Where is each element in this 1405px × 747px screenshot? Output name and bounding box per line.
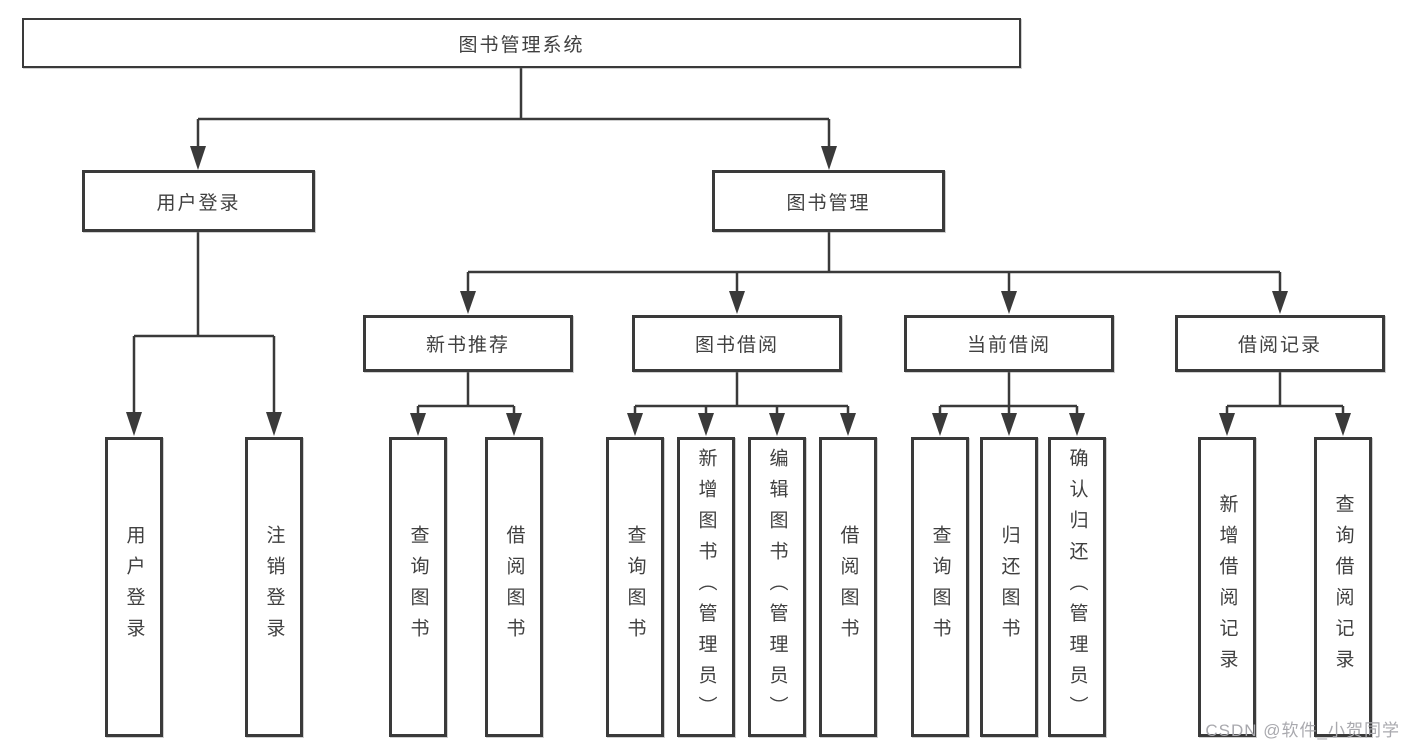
node-user-login: 用户登录 bbox=[82, 170, 315, 232]
node-new-book-recommend: 新书推荐 bbox=[363, 315, 573, 372]
watermark: CSDN @软件_小贺同学 bbox=[1205, 721, 1400, 740]
leaf-label: 查询图书 bbox=[929, 525, 951, 649]
node-library-system: 图书管理系统 bbox=[22, 18, 1021, 68]
leaf-logout: 注销登录 bbox=[245, 437, 303, 737]
node-book-management: 图书管理 bbox=[712, 170, 945, 232]
node-label: 用户登录 bbox=[156, 192, 241, 214]
arrowhead-icons bbox=[126, 146, 1351, 436]
node-label: 借阅记录 bbox=[1237, 335, 1322, 356]
connector-stems bbox=[132, 68, 1345, 417]
leaf-query-borrow-record: 查询借阅记录 bbox=[1314, 437, 1372, 737]
leaf-label: 编辑图书（管理员） bbox=[766, 447, 788, 727]
leaf-confirm-return-admin: 确认归还（管理员） bbox=[1048, 437, 1106, 737]
leaf-query-books-current: 查询图书 bbox=[911, 437, 969, 737]
leaf-query-books-recommend: 查询图书 bbox=[389, 437, 447, 737]
leaf-label: 查询图书 bbox=[624, 525, 646, 649]
leaf-add-borrow-record: 新增借阅记录 bbox=[1198, 437, 1256, 737]
node-label: 当前借阅 bbox=[966, 335, 1051, 356]
node-current-borrow: 当前借阅 bbox=[904, 315, 1114, 372]
leaf-label: 新增借阅记录 bbox=[1216, 494, 1238, 680]
leaf-label: 新增图书（管理员） bbox=[695, 447, 717, 727]
leaf-add-book-admin: 新增图书（管理员） bbox=[677, 437, 735, 737]
leaf-query-books-borrow: 查询图书 bbox=[606, 437, 664, 737]
node-book-borrow: 图书借阅 bbox=[632, 315, 842, 372]
leaf-label: 借阅图书 bbox=[503, 525, 525, 649]
leaf-label: 注销登录 bbox=[263, 525, 285, 649]
node-label: 图书管理 bbox=[786, 192, 871, 214]
leaf-label: 用户登录 bbox=[123, 525, 145, 649]
leaf-label: 查询图书 bbox=[407, 525, 429, 649]
node-label: 图书管理系统 bbox=[458, 34, 585, 56]
leaf-borrow-books: 借阅图书 bbox=[819, 437, 877, 737]
leaf-edit-book-admin: 编辑图书（管理员） bbox=[748, 437, 806, 737]
leaf-label: 查询借阅记录 bbox=[1332, 494, 1354, 680]
node-borrow-records: 借阅记录 bbox=[1175, 315, 1385, 372]
leaf-user-login: 用户登录 bbox=[105, 437, 163, 737]
leaf-borrow-books-recommend: 借阅图书 bbox=[485, 437, 543, 737]
leaf-label: 确认归还（管理员） bbox=[1066, 447, 1088, 727]
node-label: 新书推荐 bbox=[425, 335, 510, 356]
leaf-return-books: 归还图书 bbox=[980, 437, 1038, 737]
node-label: 图书借阅 bbox=[694, 335, 779, 356]
leaf-label: 归还图书 bbox=[998, 525, 1020, 649]
leaf-label: 借阅图书 bbox=[837, 525, 859, 649]
